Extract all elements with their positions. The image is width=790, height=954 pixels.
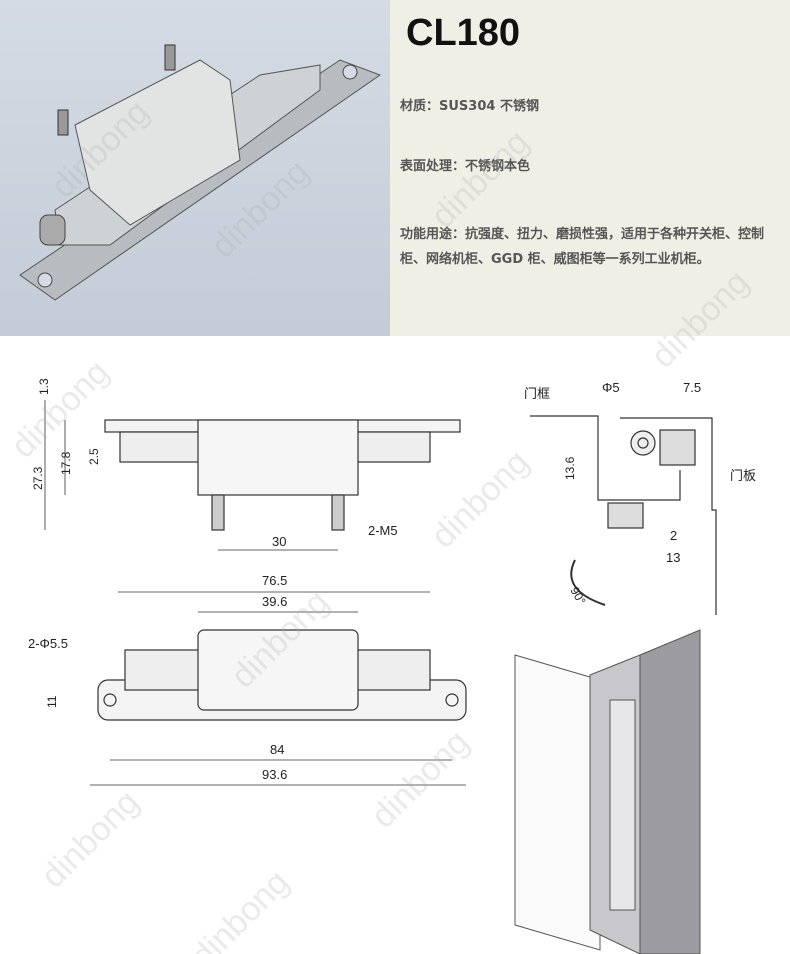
dim-93-6: 93.6 — [262, 767, 287, 782]
installation-view-drawing — [514, 629, 701, 954]
dim-2-m5: 2-M5 — [368, 523, 398, 538]
dim-2: 2 — [670, 528, 677, 543]
dim-27-3: 27.3 — [31, 466, 45, 490]
dim-11: 11 — [45, 695, 59, 708]
label-door-panel: 门板 — [730, 468, 756, 483]
product-photo — [0, 0, 390, 336]
label-door-frame: 门框 — [524, 386, 550, 401]
dim-1-3: 1.3 — [37, 378, 51, 395]
spec-usage: 功能用途：抗强度、扭力、磨损性强，适用于各种开关柜、控制柜、网络机柜、GGD 柜… — [400, 227, 765, 267]
dim-39-6: 39.6 — [262, 594, 287, 609]
rotation-angle: 90° — [567, 585, 588, 608]
dim-30: 30 — [272, 534, 286, 549]
spec-panel: CL180 材质：SUS304 不锈钢 表面处理：不锈钢本色 功能用途：抗强度、… — [390, 0, 790, 336]
dim-2-phi-5-5: 2-Φ5.5 — [28, 636, 68, 651]
spec-material: 材质：SUS304 不锈钢 — [400, 99, 539, 114]
dim-phi-5: Φ5 — [602, 380, 620, 395]
model-title: CL180 — [406, 12, 521, 54]
section-view-drawing — [530, 415, 717, 615]
dim-13: 13 — [666, 550, 680, 565]
dim-2-5: 2.5 — [87, 448, 101, 465]
dim-84: 84 — [270, 742, 284, 757]
dim-17-8: 17.8 — [59, 451, 73, 475]
top-view-drawing — [90, 591, 467, 786]
dim-7-5: 7.5 — [683, 380, 701, 395]
dim-76-5: 76.5 — [262, 573, 287, 588]
dim-13-6: 13.6 — [563, 456, 577, 480]
spec-surface: 表面处理：不锈钢本色 — [400, 159, 531, 174]
side-view-drawing — [44, 400, 461, 551]
hinge-photo-illustration — [19, 44, 382, 301]
